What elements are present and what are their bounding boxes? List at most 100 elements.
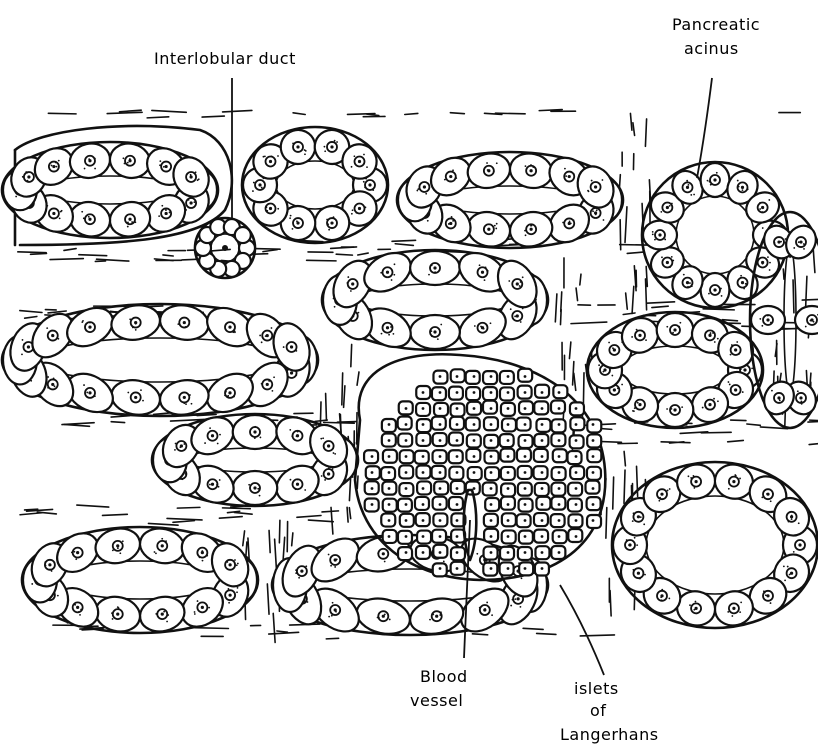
connective-fiber	[64, 424, 89, 426]
connective-fiber	[347, 507, 348, 522]
connective-fiber	[571, 322, 607, 324]
connective-fiber	[342, 373, 343, 405]
connective-fiber	[573, 362, 574, 385]
acinus-left-middle	[2, 300, 318, 420]
acinus-top-center	[242, 125, 388, 244]
connective-fiber	[523, 628, 543, 629]
connective-fiber	[395, 244, 413, 246]
connective-fiber	[267, 584, 269, 614]
label-pancreatic-acinus-line1: Pancreatic	[672, 15, 760, 34]
connective-fiber	[357, 372, 359, 385]
label-pancreatic-acinus-line2: acinus	[684, 39, 739, 58]
label-islets-line2: of	[590, 701, 606, 720]
connective-fiber	[322, 511, 338, 512]
connective-fiber	[583, 373, 584, 407]
connective-fiber	[344, 386, 345, 408]
connective-fiber	[111, 422, 124, 423]
islet-cell	[466, 387, 480, 400]
connective-fiber	[574, 373, 576, 390]
acinus-bottom-left	[22, 524, 258, 635]
connective-fiber	[358, 253, 368, 255]
connective-fiber	[783, 269, 784, 279]
islet-cell	[536, 419, 550, 432]
connective-fiber	[103, 514, 128, 515]
connective-fiber	[561, 292, 562, 312]
connective-fiber	[202, 116, 224, 117]
acinus-middle	[322, 245, 548, 355]
connective-fiber	[405, 113, 418, 114]
connective-fiber	[195, 628, 229, 629]
connective-fiber	[560, 310, 561, 325]
connective-fiber	[48, 113, 76, 114]
connective-fiber	[809, 443, 818, 445]
connective-fiber	[269, 530, 270, 552]
connective-fiber	[147, 117, 169, 118]
islet-cell	[432, 417, 446, 430]
connective-fiber	[20, 513, 42, 515]
islet-cell	[587, 515, 601, 528]
connective-fiber	[813, 250, 815, 273]
connective-fiber	[31, 253, 47, 254]
connective-fiber	[728, 440, 744, 441]
connective-fiber	[79, 255, 107, 256]
islet-cell	[586, 481, 600, 494]
connective-fiber	[277, 631, 287, 632]
islet-cell	[536, 497, 550, 510]
connective-fiber	[793, 280, 794, 313]
connective-fiber	[50, 259, 83, 260]
label-islets-line1: islets	[574, 679, 619, 698]
connective-fiber	[392, 240, 416, 241]
connective-fiber	[810, 373, 811, 387]
islet-cell	[398, 547, 412, 560]
connective-fiber	[219, 517, 242, 519]
islet-cell	[415, 451, 429, 464]
label-interlobular-duct: Interlobular duct	[154, 49, 296, 68]
connective-fiber	[472, 634, 487, 635]
label-islets-line3: Langerhans	[560, 725, 659, 744]
connective-fiber	[95, 261, 105, 262]
acinus-right-middle	[587, 311, 763, 428]
connective-fiber	[25, 509, 38, 510]
islet-cell	[449, 433, 463, 446]
connective-fiber	[652, 306, 668, 307]
connective-fiber	[293, 113, 305, 115]
islet-cell	[587, 419, 601, 432]
acinus-bottom-right	[612, 461, 818, 629]
connective-fiber	[701, 432, 731, 433]
islet-cell	[551, 497, 565, 510]
connective-fiber	[625, 207, 627, 243]
connective-fiber	[77, 505, 109, 507]
acinus-left-lower	[152, 410, 358, 510]
connective-fiber	[275, 539, 277, 567]
islet-cell	[483, 371, 497, 384]
connective-fiber	[555, 294, 557, 322]
islet-cell	[553, 385, 567, 398]
connective-fiber	[326, 393, 327, 420]
islet-cell	[449, 497, 463, 510]
islet-cell	[534, 449, 548, 462]
connective-fiber	[48, 311, 66, 313]
islet-cell	[483, 401, 497, 414]
connective-fiber	[351, 344, 352, 366]
connective-fiber	[569, 342, 570, 358]
connective-fiber	[173, 521, 194, 523]
connective-fiber	[632, 286, 634, 313]
islet-cell	[570, 435, 584, 448]
islet-cell	[432, 466, 446, 479]
connective-fiber	[148, 523, 178, 525]
connective-fiber	[357, 476, 358, 488]
islet-cell	[500, 371, 514, 384]
connective-fiber	[647, 302, 675, 303]
connective-fiber	[269, 632, 299, 634]
connective-fiber	[20, 311, 42, 313]
islet-cell	[432, 387, 446, 400]
connective-fiber	[336, 254, 352, 255]
connective-fiber	[326, 638, 338, 639]
connective-fiber	[802, 299, 818, 300]
connective-fiber	[613, 477, 614, 509]
connective-fiber	[620, 220, 621, 250]
islet-cell	[417, 419, 431, 432]
islet-cell	[451, 547, 465, 560]
islet-cell	[485, 467, 499, 480]
connective-fiber	[152, 110, 186, 112]
